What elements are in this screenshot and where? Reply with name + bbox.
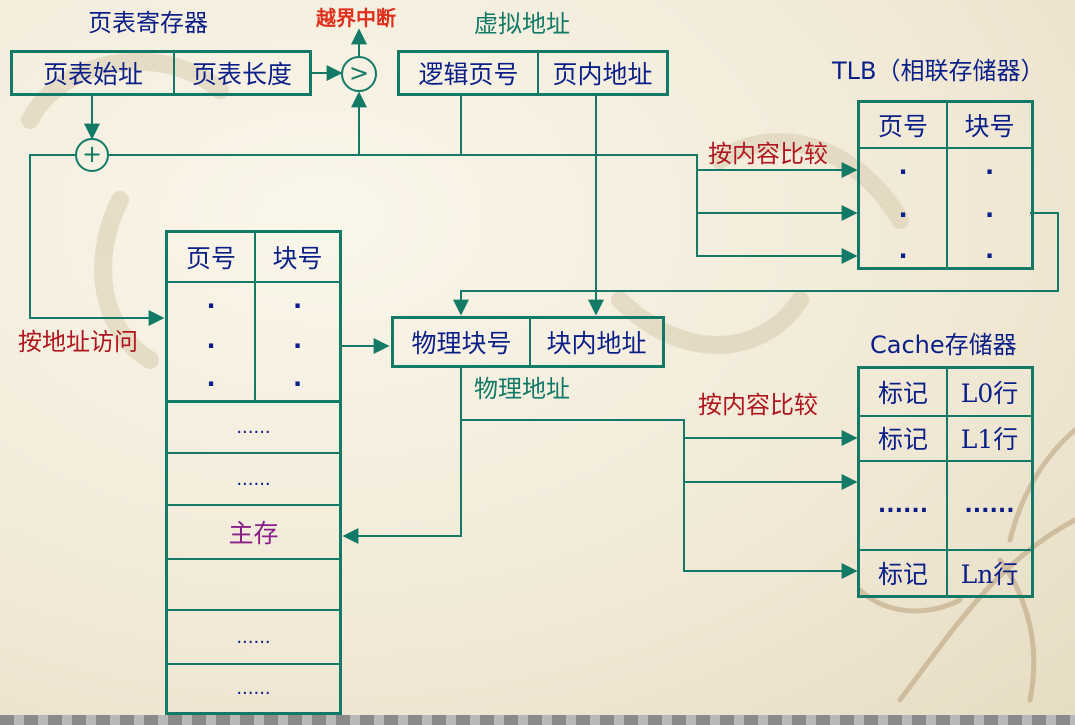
page-table-register: 页表始址 页表长度 [10,50,312,96]
main-memory-slot-1: ...... [236,416,271,438]
divider [168,452,339,454]
page-table-start-cell: 页表始址 [42,60,143,89]
page-table-row-2-page: · [206,332,216,360]
divider [860,415,1031,417]
virtual-address-title: 虚拟地址 [474,10,570,38]
page-table-row-2-block: · [292,332,303,360]
divider [168,504,339,506]
adder-circle [75,138,109,172]
virtual-address: 逻辑页号 页内地址 [397,50,669,96]
page-table-register-title: 页表寄存器 [88,9,208,37]
divider [529,319,531,365]
main-memory-slot-4: ...... [236,678,271,699]
tlb-row-1-block: · [984,158,995,186]
page-table-header-block: 块号 [272,244,323,273]
cache-row-2-line: ...... [964,492,1015,518]
physical-address-title: 物理地址 [474,375,570,403]
physical-block-number-cell: 物理块号 [411,329,512,358]
cache-compare-by-content-label: 按内容比较 [698,391,818,419]
tlb-table: 页号 块号 · · · · · · [857,100,1034,270]
cache-row-0-line: L0行 [960,379,1019,408]
main-memory-label: 主存 [228,519,279,548]
divider [173,53,175,93]
page-table-row-1-block: · [292,292,303,320]
tlb-title: TLB（相联存储器） [832,57,1045,85]
logical-page-number-cell: 逻辑页号 [418,60,519,89]
page-table-main-memory: 页号 块号 · · · · · · ...... ...... 主存 .....… [165,230,342,715]
tlb-header-block: 块号 [964,112,1015,141]
divider [254,233,256,400]
divider [168,281,339,283]
comparator-circle [341,56,377,92]
divider [860,147,1031,149]
divider [168,609,339,611]
access-by-address-label: 按地址访问 [18,328,138,356]
divider [946,103,948,267]
page-offset-cell: 页内地址 [552,60,653,89]
divider [168,663,339,665]
main-memory-slot-3: ...... [236,626,271,648]
divider [168,558,339,560]
divider [168,400,339,403]
comparator-symbol: > [349,59,370,87]
cache-row-3-tag: 标记 [877,560,928,589]
tlb-row-2-block: · [984,201,995,229]
physical-address: 物理块号 块内地址 [391,316,665,368]
bottom-edge-decoration [0,715,1075,725]
page-table-row-3-page: · [206,370,216,398]
divider [860,549,1031,551]
cache-row-1-tag: 标记 [877,425,928,454]
tlb-header-page: 页号 [877,112,928,141]
cache-row-1-line: L1行 [960,425,1019,454]
cache-title: Cache存储器 [870,331,1017,359]
cache-table: 标记 L0行 标记 L1行 ...... ...... 标记 Ln行 [857,366,1034,598]
page-table-row-1-page: · [206,292,216,320]
main-memory-slot-2: ...... [236,468,271,490]
cache-row-0-tag: 标记 [877,379,928,408]
divider [537,53,539,93]
divider [946,369,948,595]
tlb-row-1-page: · [898,158,908,186]
adder-symbol: + [82,140,103,168]
tlb-row-3-page: · [898,242,908,270]
page-table-header-page: 页号 [185,244,236,273]
page-table-length-cell: 页表长度 [191,60,292,89]
tlb-row-3-block: · [984,242,995,270]
block-offset-cell: 块内地址 [546,329,647,358]
tlb-compare-by-content-label: 按内容比较 [708,140,828,168]
overflow-interrupt-label: 越界中断 [316,6,396,30]
tlb-row-2-page: · [898,201,908,229]
divider [860,460,1031,462]
cache-row-3-line: Ln行 [960,560,1019,589]
page-table-row-3-block: · [292,370,303,398]
cache-row-2-tag: ...... [877,492,929,518]
